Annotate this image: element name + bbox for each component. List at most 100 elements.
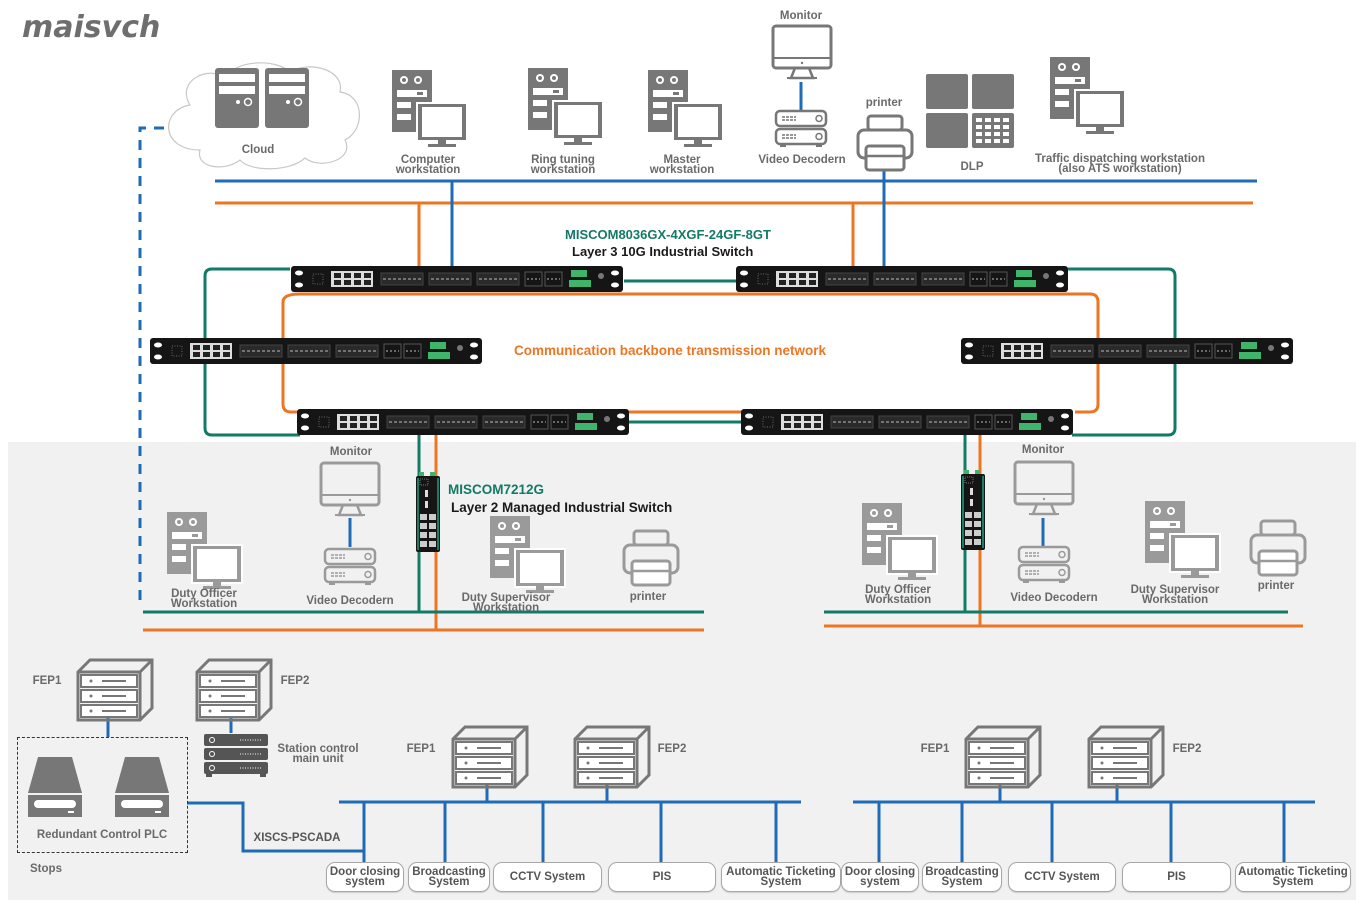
label-line: Master bbox=[663, 154, 701, 166]
core-switch-description: Layer 3 10G Industrial Switch bbox=[572, 244, 754, 259]
cloud-server-1 bbox=[214, 67, 260, 129]
top-video-decoder-label: Video Decodern bbox=[758, 154, 846, 166]
label-line: Door closing bbox=[844, 866, 916, 878]
core-switch-4 bbox=[960, 337, 1294, 365]
label-line: CCTV System bbox=[509, 871, 586, 883]
left-video-decoder-icon bbox=[323, 547, 377, 587]
label-line: PIS bbox=[1167, 871, 1186, 883]
label-line: workstation bbox=[395, 164, 461, 176]
label-line: Station control bbox=[277, 743, 359, 755]
label-line: CCTV System bbox=[1024, 871, 1100, 883]
left-video-decoder-label: Video Decodern bbox=[306, 595, 394, 607]
control-fep2-label: FEP2 bbox=[280, 675, 310, 687]
access-switch-left bbox=[415, 471, 441, 553]
label-line: main unit bbox=[292, 753, 344, 765]
label-line: System bbox=[760, 876, 802, 888]
left-duty-supervisor-label: Duty Supervisor Workstation bbox=[450, 592, 562, 614]
label-line: Ring tuning bbox=[531, 154, 595, 166]
label-line: Door closing bbox=[329, 866, 401, 878]
left-monitor-label: Monitor bbox=[329, 446, 373, 458]
right-video-decoder-icon bbox=[1017, 545, 1071, 585]
label-line: Duty Supervisor bbox=[1130, 584, 1220, 596]
dlp-icon bbox=[926, 74, 1014, 148]
top-video-decoder-icon bbox=[774, 109, 828, 149]
backbone-label: Communication backbone transmission netw… bbox=[514, 343, 827, 358]
label-line: Computer bbox=[400, 154, 456, 166]
label-line: Broadcasting bbox=[925, 866, 999, 878]
top-monitor-label: Monitor bbox=[779, 10, 823, 22]
station-control-unit-icon bbox=[204, 734, 268, 777]
left-duty-officer-label: Duty Officer Workstation bbox=[154, 588, 254, 610]
right-pis-system[interactable]: PIS bbox=[1122, 862, 1231, 892]
ring-tuning-workstation-icon bbox=[528, 68, 604, 145]
control-fep1-label: FEP1 bbox=[32, 675, 62, 687]
right-duty-officer-icon bbox=[862, 503, 938, 580]
label-line: PIS bbox=[652, 871, 672, 883]
right-video-decoder-label: Video Decodern bbox=[1010, 592, 1098, 604]
left-duty-supervisor-icon bbox=[490, 516, 566, 593]
label-line: Workstation bbox=[170, 598, 238, 610]
label-line: Duty Officer bbox=[171, 588, 237, 600]
right-fep1-icon bbox=[964, 725, 1042, 789]
label-line: Duty Officer bbox=[865, 584, 931, 596]
traffic-workstation-icon bbox=[1050, 57, 1126, 134]
control-fep1-icon bbox=[76, 658, 154, 722]
brand-logo: maisvch bbox=[22, 10, 161, 45]
right-printer-label: printer bbox=[1257, 580, 1295, 592]
label-line: Broadcasting bbox=[412, 866, 486, 878]
dlp-label: DLP bbox=[960, 161, 984, 173]
label-line: Workstation bbox=[1141, 594, 1209, 606]
left-printer-icon bbox=[622, 529, 680, 587]
core-switch-6 bbox=[740, 408, 1074, 436]
right-fep2-icon bbox=[1087, 725, 1165, 789]
label-line: Traffic dispatching workstation bbox=[1035, 153, 1205, 165]
label-line: Automatic Ticketing bbox=[726, 866, 836, 878]
xiscs-pscada-label: XISCS-PSCADA bbox=[253, 832, 341, 844]
left-cctv-system[interactable]: CCTV System bbox=[493, 862, 602, 892]
right-monitor-icon bbox=[1013, 460, 1075, 516]
right-fep2-label: FEP2 bbox=[1172, 743, 1202, 755]
core-switch-5 bbox=[296, 408, 630, 436]
label-line: system bbox=[860, 876, 900, 888]
label-line: Duty Supervisor bbox=[461, 592, 551, 604]
top-printer-label: printer bbox=[865, 97, 903, 109]
ring-tuning-workstation-label: Ring tuning workstation bbox=[513, 154, 613, 176]
cloud-server-2 bbox=[264, 67, 310, 129]
label-line: System bbox=[428, 876, 470, 888]
access-switch-model: MISCOM7212G bbox=[448, 482, 545, 497]
redundant-plc-group bbox=[17, 737, 188, 853]
computer-workstation-label: Computer workstation bbox=[378, 154, 478, 176]
right-fep1-label: FEP1 bbox=[920, 743, 950, 755]
left-fep2-icon bbox=[573, 725, 651, 789]
label-line: workstation bbox=[530, 164, 596, 176]
access-switch-description: Layer 2 Managed Industrial Switch bbox=[451, 500, 673, 515]
label-line: system bbox=[345, 876, 385, 888]
control-fep2-icon bbox=[195, 658, 273, 722]
left-pis-system[interactable]: PIS bbox=[608, 862, 716, 892]
cloud-dashed-link bbox=[138, 126, 178, 600]
core-switch-2 bbox=[735, 265, 1069, 293]
right-duty-supervisor-icon bbox=[1145, 501, 1221, 578]
right-cctv-system[interactable]: CCTV System bbox=[1008, 862, 1116, 892]
left-duty-officer-icon bbox=[167, 512, 243, 589]
label-line: Workstation bbox=[864, 594, 932, 606]
computer-workstation-icon bbox=[392, 70, 468, 147]
access-switch-right bbox=[960, 469, 986, 551]
stops-label: Stops bbox=[30, 863, 62, 875]
cloud-label: Cloud bbox=[241, 144, 275, 156]
right-duty-officer-label: Duty Officer Workstation bbox=[848, 584, 948, 606]
label-line: System bbox=[941, 876, 983, 888]
label-line: System bbox=[1272, 876, 1314, 888]
right-printer-icon bbox=[1249, 519, 1307, 577]
label-line: Workstation bbox=[472, 602, 540, 614]
traffic-workstation-label: Traffic dispatching workstation (also AT… bbox=[1020, 153, 1220, 175]
left-fep1-icon bbox=[451, 725, 529, 789]
top-monitor-icon bbox=[771, 24, 833, 80]
